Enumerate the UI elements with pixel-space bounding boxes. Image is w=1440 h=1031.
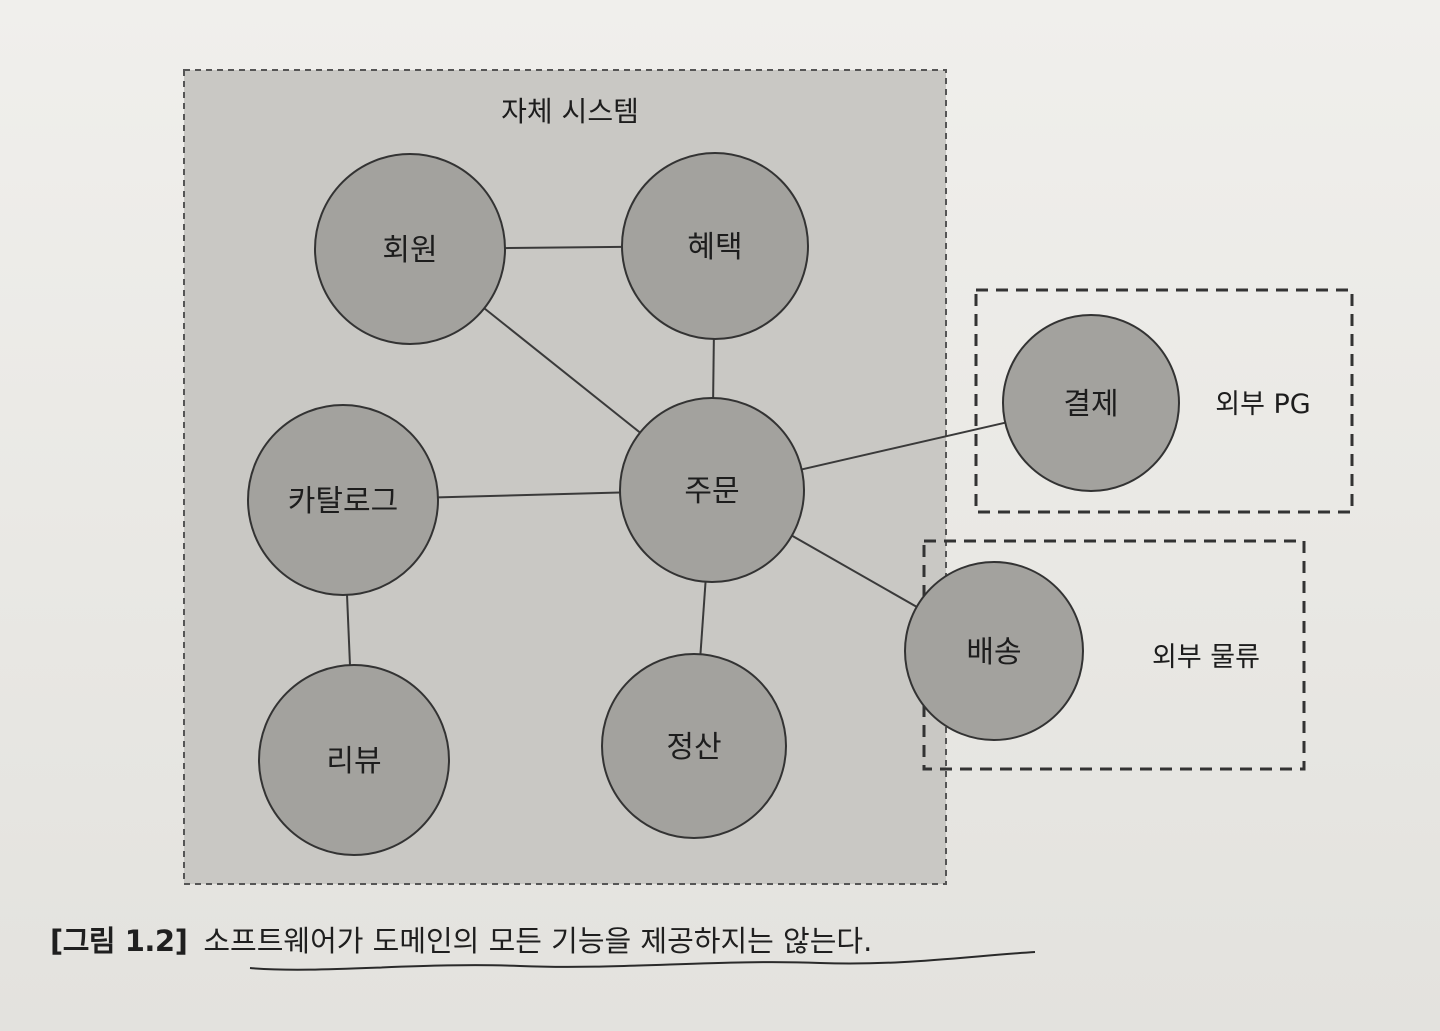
node-catalog: 카탈로그 [247,404,439,596]
figure-caption: [그림 1.2] 소프트웨어가 도메인의 모든 기능을 제공하지는 않는다. [50,918,872,960]
caption-underline [249,951,1036,971]
edge-benefit-order [712,338,715,399]
external-pg-label: 외부 PG [1215,389,1310,420]
node-member: 회원 [314,153,506,345]
node-benefit: 혜택 [621,152,809,340]
node-settlement: 정산 [601,653,787,839]
node-benefit-label: 혜택 [687,230,742,265]
node-review: 리뷰 [258,664,450,856]
node-member-label: 회원 [382,233,437,268]
internal-system-label: 자체 시스템 [501,95,639,128]
external-pg-boundary [974,288,1354,514]
edge-member-benefit [504,245,623,250]
node-order: 주문 [619,397,805,583]
node-order-label: 주문 [684,474,739,509]
edge-catalog-review [346,594,351,666]
node-delivery-label: 배송 [966,635,1021,670]
external-logistics-label: 외부 물류 [1152,642,1260,673]
node-catalog-label: 카탈로그 [288,484,398,519]
node-payment: 결제 [1002,314,1180,492]
node-settlement-label: 정산 [666,730,721,765]
edge-order-settlement [699,581,707,655]
caption-text: 소프트웨어가 도메인의 모든 기능을 제공하지는 않는다. [203,924,873,958]
edge-group [346,245,1006,666]
node-payment-label: 결제 [1063,387,1118,422]
edge-order-delivery [791,534,918,608]
edge-order-payment [801,421,1006,471]
node-delivery: 배송 [904,561,1084,741]
edge-catalog-order [437,491,621,499]
node-review-label: 리뷰 [326,744,381,779]
edge-member-order [483,307,641,434]
figure-number: [그림 1.2] [50,924,188,958]
